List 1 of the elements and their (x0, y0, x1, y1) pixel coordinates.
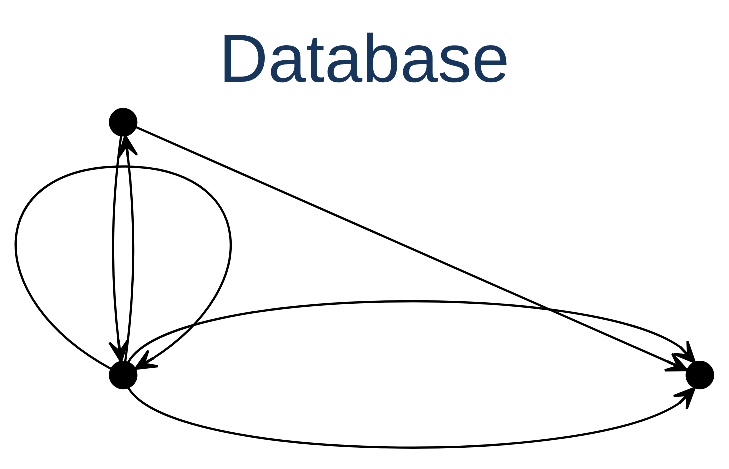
diagram-title: Database (219, 22, 510, 97)
